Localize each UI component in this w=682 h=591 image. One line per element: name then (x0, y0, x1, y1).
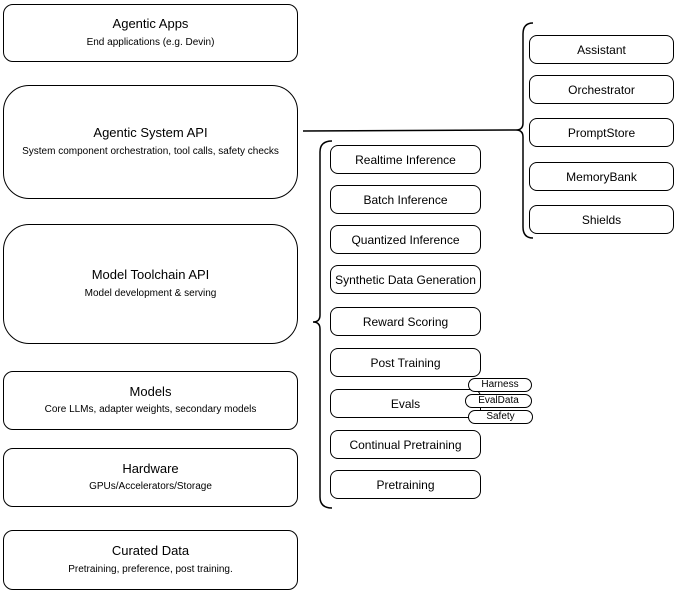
pill-safety: Safety (468, 410, 533, 424)
node-title: Curated Data (111, 543, 190, 559)
node-subtitle: Core LLMs, adapter weights, secondary mo… (44, 404, 257, 416)
node-subtitle: End applications (e.g. Devin) (86, 36, 215, 48)
node-assistant: Assistant (529, 35, 674, 64)
node-curated-data: Curated Data Pretraining, preference, po… (3, 530, 298, 590)
node-title: Hardware (122, 460, 179, 476)
node-synthetic-data-generation: Synthetic Data Generation (330, 265, 481, 294)
node-subtitle: System component orchestration, tool cal… (22, 145, 279, 157)
node-promptstore: PromptStore (529, 118, 674, 147)
node-title: Agentic Apps (112, 16, 189, 32)
node-model-toolchain-api: Model Toolchain API Model development & … (3, 224, 298, 344)
node-continual-pretraining: Continual Pretraining (330, 430, 481, 459)
node-hardware: Hardware GPUs/Accelerators/Storage (3, 448, 298, 507)
pill-harness: Harness (468, 378, 532, 392)
node-batch-inference: Batch Inference (330, 185, 481, 214)
node-subtitle: Model development & serving (84, 287, 217, 299)
node-memorybank: MemoryBank (529, 162, 674, 191)
node-title: Model Toolchain API (91, 267, 210, 283)
node-title: Agentic System API (93, 125, 208, 141)
node-shields: Shields (529, 205, 674, 234)
node-reward-scoring: Reward Scoring (330, 307, 481, 336)
node-models: Models Core LLMs, adapter weights, secon… (3, 371, 298, 430)
node-agentic-apps: Agentic Apps End applications (e.g. Devi… (3, 4, 298, 62)
node-post-training: Post Training (330, 348, 481, 377)
node-pretraining: Pretraining (330, 470, 481, 499)
pill-evaldata: EvalData (465, 394, 532, 408)
node-title: Models (129, 383, 172, 399)
node-orchestrator: Orchestrator (529, 75, 674, 104)
connector-system-api-to-components (302, 129, 517, 132)
node-subtitle: Pretraining, preference, post training. (68, 563, 233, 575)
node-realtime-inference: Realtime Inference (330, 145, 481, 174)
node-subtitle: GPUs/Accelerators/Storage (89, 481, 212, 493)
node-agentic-system-api: Agentic System API System component orch… (3, 85, 298, 199)
node-quantized-inference: Quantized Inference (330, 225, 481, 254)
node-evals: Evals (330, 389, 481, 418)
